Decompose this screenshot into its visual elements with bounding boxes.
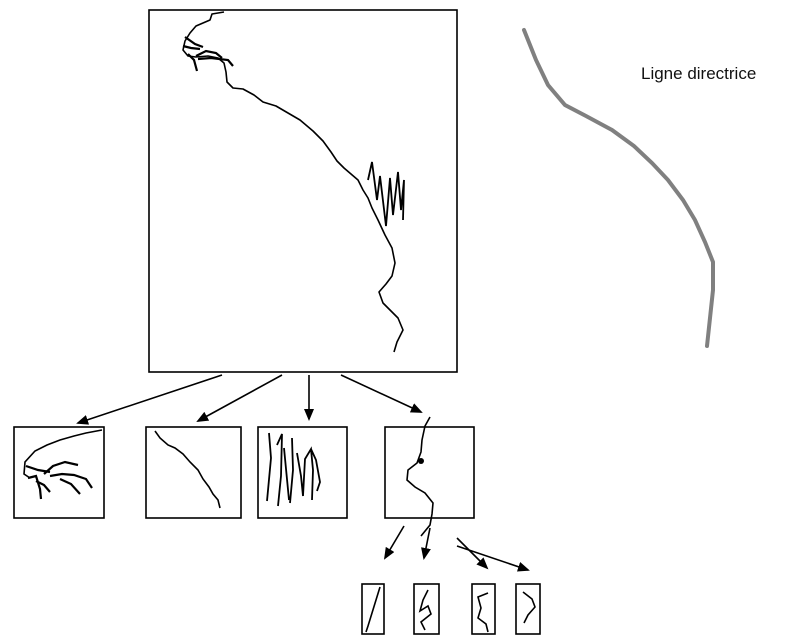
subsegment-trace	[365, 586, 381, 633]
segment-box-descent	[145, 426, 242, 519]
subsegment-box-3	[471, 583, 496, 635]
segment-loops	[25, 460, 93, 500]
guide-line-label: Ligne directrice	[641, 64, 757, 83]
main-stroke-trace	[182, 11, 404, 353]
main-stroke-frame	[148, 9, 458, 373]
segment-box-end	[384, 416, 475, 537]
segment-box-zigzag	[257, 426, 348, 519]
segment-trace	[23, 429, 103, 479]
guide-line	[522, 28, 715, 348]
subsegment-trace	[477, 592, 489, 633]
subsegment-box-4	[515, 583, 541, 635]
level-two-arrows	[383, 525, 530, 572]
segment-trace	[266, 432, 321, 507]
hand-loops	[182, 36, 234, 72]
subsegment-box-2	[413, 583, 440, 635]
segment-trace	[154, 430, 221, 509]
zigzag-loops	[367, 161, 405, 227]
subsegment-trace	[418, 589, 432, 631]
subsegment-box-1	[361, 583, 385, 635]
segment-box-hand	[13, 426, 105, 519]
segment-trace	[406, 416, 434, 537]
level-one-arrows	[76, 374, 423, 425]
subsegment-trace	[522, 591, 536, 624]
